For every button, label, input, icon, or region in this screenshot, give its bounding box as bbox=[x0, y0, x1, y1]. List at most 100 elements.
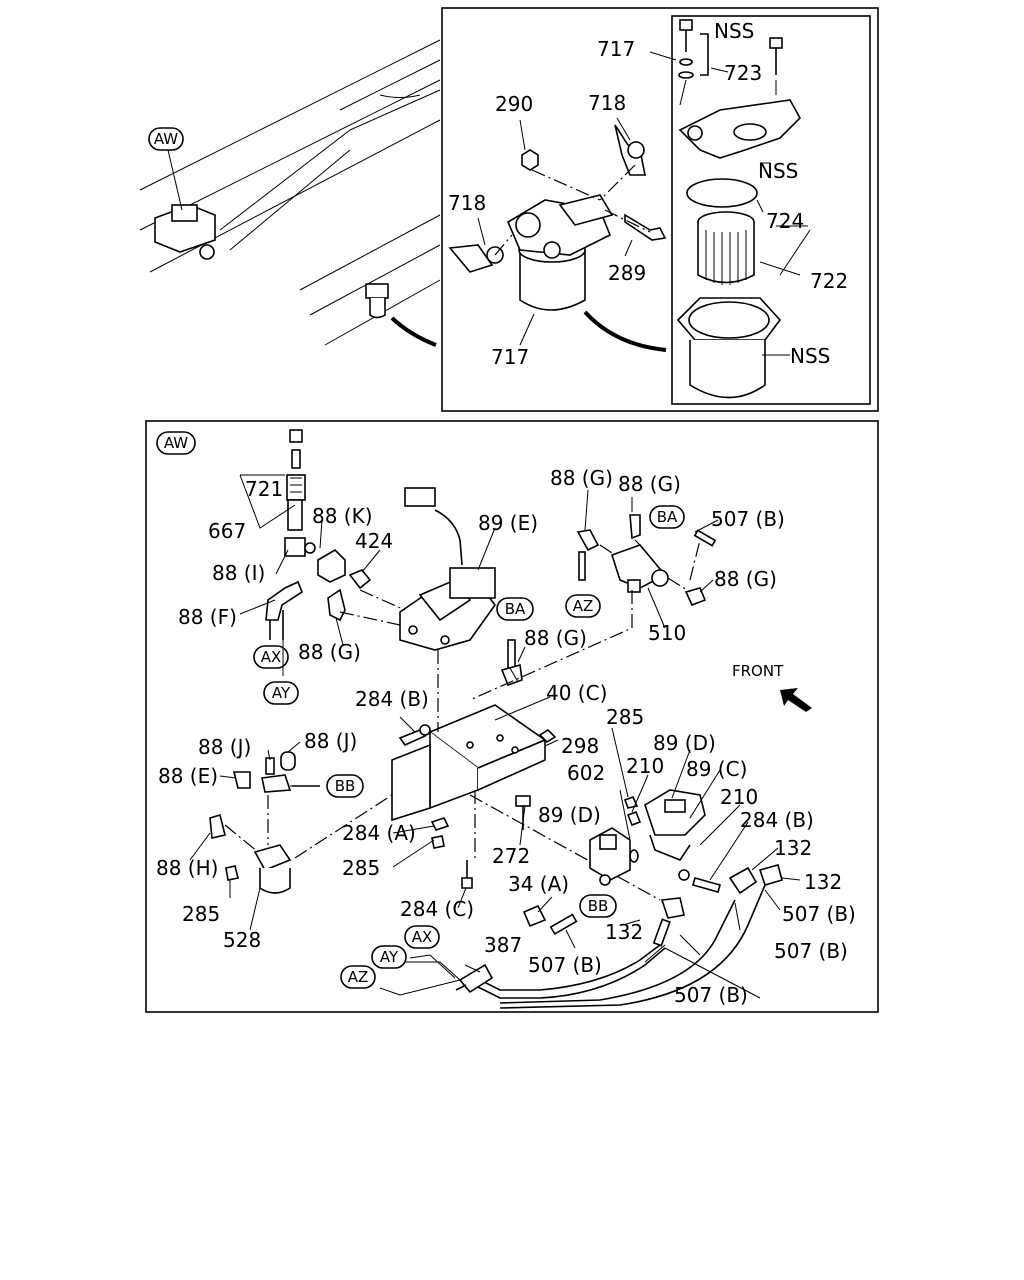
part-label: 507 (B) bbox=[674, 983, 748, 1007]
callout-az-bottom-text: AZ bbox=[348, 968, 369, 986]
callout-ax-bottom-text: AX bbox=[412, 928, 433, 946]
part-label: 667 bbox=[208, 519, 246, 543]
part-label: 724 bbox=[766, 209, 804, 233]
aw-unit-small bbox=[154, 204, 216, 260]
part-label: 88 (G) bbox=[550, 466, 613, 490]
filter-head-nss bbox=[678, 99, 801, 159]
valve-89c bbox=[644, 789, 706, 861]
callout-ay-bottom bbox=[371, 945, 407, 969]
fuel-filter-assembly bbox=[506, 194, 614, 311]
part-label: 290 bbox=[495, 92, 533, 116]
part-label: 284 (B) bbox=[740, 808, 814, 832]
o-ring-724 bbox=[686, 178, 758, 208]
part-label: 88 (F) bbox=[178, 605, 237, 629]
callout-aw-top bbox=[148, 127, 184, 151]
callout-bb-left-text: BB bbox=[335, 777, 356, 795]
filter-bowl-nss bbox=[676, 297, 782, 399]
nut-298 bbox=[538, 728, 557, 744]
part-label: 210 bbox=[720, 785, 758, 809]
elbow-88e bbox=[232, 771, 251, 789]
callout-ay-left-text: AY bbox=[272, 684, 291, 702]
part-label: NSS bbox=[714, 19, 754, 43]
bolt-284a bbox=[430, 817, 450, 849]
filter-small-view bbox=[365, 283, 389, 319]
part-label: 510 bbox=[648, 621, 686, 645]
part-label: 88 (H) bbox=[156, 856, 218, 880]
filter-element-722 bbox=[697, 211, 755, 285]
nut-290 bbox=[521, 149, 539, 171]
chassis-frame-view bbox=[139, 39, 441, 347]
part-label: 132 bbox=[605, 920, 643, 944]
part-label: 89 (E) bbox=[478, 511, 538, 535]
callout-aw-main-text: AW bbox=[164, 434, 188, 452]
part-label: 284 (A) bbox=[342, 821, 416, 845]
callout-ba-center bbox=[496, 597, 534, 621]
front-label: FRONT bbox=[732, 662, 784, 680]
part-label: 88 (G) bbox=[714, 567, 777, 591]
part-label: 88 (J) bbox=[304, 729, 357, 753]
fitting-721-667 bbox=[286, 429, 306, 531]
nut-285-left bbox=[225, 865, 239, 881]
valve-510 bbox=[611, 544, 669, 593]
part-label: 723 bbox=[724, 61, 762, 85]
callout-aw-top-text: AW bbox=[154, 130, 178, 148]
bolt-289 bbox=[624, 213, 667, 241]
part-label: 132 bbox=[774, 836, 812, 860]
valve-89e bbox=[399, 487, 496, 651]
part-label: 89 (C) bbox=[686, 757, 747, 781]
filter-detail-frame bbox=[441, 7, 879, 412]
elbow-132-c bbox=[652, 897, 685, 947]
part-label: 88 (K) bbox=[312, 504, 373, 528]
callout-ax-left-text: AX bbox=[261, 648, 282, 666]
valve-89d bbox=[589, 827, 631, 886]
part-label: NSS bbox=[790, 344, 830, 368]
part-label: 132 bbox=[804, 870, 842, 894]
elbow-132-b bbox=[758, 864, 783, 886]
part-label: 722 bbox=[810, 269, 848, 293]
part-label: 717 bbox=[491, 345, 529, 369]
fitting-88g-top-a bbox=[576, 529, 600, 581]
part-label: 507 (B) bbox=[782, 902, 856, 926]
part-label: 89 (D) bbox=[653, 731, 716, 755]
elbow-132-a bbox=[728, 866, 758, 895]
part-label: 717 bbox=[597, 37, 635, 61]
elbow-88f bbox=[265, 580, 303, 640]
callout-az-top-text: AZ bbox=[573, 597, 594, 615]
part-label: 88 (J) bbox=[198, 735, 251, 759]
callout-ax-left bbox=[253, 645, 289, 669]
fitting-88g-top-b bbox=[629, 514, 641, 540]
bolt-284b-left bbox=[398, 724, 431, 746]
fitting-34a bbox=[522, 904, 547, 928]
part-label: 88 (G) bbox=[524, 626, 587, 650]
filter-528 bbox=[253, 844, 292, 894]
part-label: 284 (B) bbox=[355, 687, 429, 711]
part-label: NSS bbox=[758, 159, 798, 183]
part-label: 285 bbox=[606, 705, 644, 729]
part-label: 285 bbox=[182, 902, 220, 926]
callout-bb-bottom-text: BB bbox=[588, 897, 609, 915]
part-label: 88 (I) bbox=[212, 561, 265, 585]
bracket-40c bbox=[391, 704, 547, 822]
elbow-88h bbox=[209, 813, 226, 839]
nut-285-right bbox=[623, 795, 639, 809]
callout-ba-top bbox=[649, 505, 685, 529]
bolt-284b-right bbox=[678, 869, 721, 893]
callout-bb-bottom bbox=[579, 894, 617, 918]
callout-ax-bottom bbox=[404, 925, 440, 949]
part-label: 298 bbox=[561, 734, 599, 758]
part-label: 718 bbox=[588, 91, 626, 115]
oring-602 bbox=[629, 849, 639, 863]
part-label: 289 bbox=[608, 261, 646, 285]
callout-ay-bottom-text: AY bbox=[380, 948, 399, 966]
part-label: 507 (B) bbox=[711, 507, 785, 531]
part-label: 285 bbox=[342, 856, 380, 880]
part-label: 528 bbox=[223, 928, 261, 952]
bolt-nss-top bbox=[769, 37, 783, 75]
part-label: 507 (B) bbox=[774, 939, 848, 963]
part-label: 89 (D) bbox=[538, 803, 601, 827]
callout-az-bottom bbox=[340, 965, 376, 989]
elbow-88i bbox=[284, 537, 316, 557]
part-label: 284 (C) bbox=[400, 897, 474, 921]
washer-210 bbox=[626, 810, 642, 827]
part-label: 88 (G) bbox=[298, 640, 361, 664]
